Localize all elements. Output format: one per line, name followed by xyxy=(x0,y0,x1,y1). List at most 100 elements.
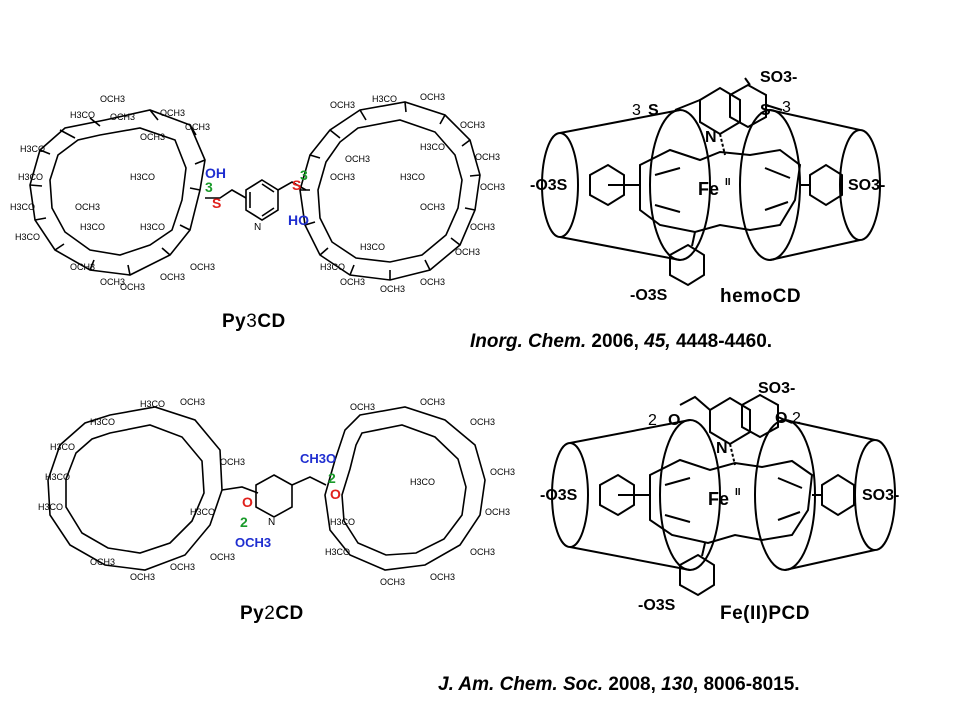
reference-2-year: 2008, xyxy=(608,674,656,695)
svg-text:H3CO: H3CO xyxy=(190,507,215,517)
hemocd-s-left: S xyxy=(648,102,659,119)
fepcd-so3-right: SO3- xyxy=(862,487,899,504)
svg-text:OCH3: OCH3 xyxy=(100,277,125,287)
svg-text:H3CO: H3CO xyxy=(130,172,155,182)
hemocd-n-top: N xyxy=(705,129,717,146)
py2cd-num-left: 2 xyxy=(240,514,248,530)
svg-text:H3CO: H3CO xyxy=(70,110,95,120)
py2cd-n-label: N xyxy=(268,517,275,528)
py2cd-o-right: O xyxy=(330,486,341,502)
svg-text:OCH3: OCH3 xyxy=(345,154,370,164)
svg-text:H3CO: H3CO xyxy=(20,144,45,154)
py2cd-label-suffix: CD xyxy=(275,603,304,624)
svg-text:OCH3: OCH3 xyxy=(160,108,185,118)
fepcd-fe: Fe xyxy=(708,489,729,509)
svg-text:OCH3: OCH3 xyxy=(100,94,125,104)
fepcd-o-right: O xyxy=(775,410,787,427)
svg-text:OCH3: OCH3 xyxy=(420,92,445,102)
svg-text:OCH3: OCH3 xyxy=(475,152,500,162)
py3cd-oh-label: OH xyxy=(205,165,226,181)
reference-1-year: 2006, xyxy=(591,331,639,352)
reference-1: Inorg. Chem. 2006, 45, 4448-4460. xyxy=(470,331,772,353)
reference-1-pages: 4448-4460. xyxy=(675,331,773,352)
svg-text:OCH3: OCH3 xyxy=(170,562,195,572)
svg-text:OCH3: OCH3 xyxy=(70,262,95,272)
svg-text:OCH3: OCH3 xyxy=(470,547,495,557)
svg-text:OCH3: OCH3 xyxy=(160,272,185,282)
reference-2-pages: 8006-8015. xyxy=(703,674,800,695)
svg-text:H3CO: H3CO xyxy=(50,442,75,452)
svg-text:OCH3: OCH3 xyxy=(485,507,510,517)
hemocd-num-left: 3 xyxy=(632,102,641,119)
py2cd-ch3o-label: CH3O xyxy=(300,451,336,466)
fepcd-so3-top: SO3- xyxy=(758,380,795,397)
fepcd-structure: SO3- -O3S SO3- -O3S Fe II N O O 2 2 xyxy=(540,380,899,614)
reference-2-volume: 130 xyxy=(661,674,693,695)
py3cd-label: Py3CD xyxy=(222,311,286,333)
fepcd-num-right: 2 xyxy=(792,410,801,427)
svg-text:OCH3: OCH3 xyxy=(430,572,455,582)
svg-text:OCH3: OCH3 xyxy=(470,417,495,427)
svg-text:OCH3: OCH3 xyxy=(110,112,135,122)
hemocd-fe: Fe xyxy=(698,179,719,199)
svg-text:OCH3: OCH3 xyxy=(350,402,375,412)
svg-text:H3CO: H3CO xyxy=(420,142,445,152)
svg-text:OCH3: OCH3 xyxy=(340,277,365,287)
svg-text:OCH3: OCH3 xyxy=(185,122,210,132)
svg-text:OCH3: OCH3 xyxy=(460,120,485,130)
py3cd-label-suffix: CD xyxy=(257,311,286,332)
svg-text:OCH3: OCH3 xyxy=(120,282,145,292)
svg-text:OCH3: OCH3 xyxy=(75,202,100,212)
svg-text:OCH3: OCH3 xyxy=(140,132,165,142)
svg-text:H3CO: H3CO xyxy=(10,202,35,212)
py2cd-label-prefix: Py xyxy=(240,603,265,624)
hemocd-o3s-bottom: -O3S xyxy=(630,287,668,304)
py2cd-label: Py2CD xyxy=(240,603,304,625)
svg-text:H3CO: H3CO xyxy=(90,417,115,427)
svg-text:OCH3: OCH3 xyxy=(180,397,205,407)
hemocd-o3s-left: -O3S xyxy=(530,177,568,194)
fepcd-n-top: N xyxy=(716,440,728,457)
hemocd-so3-top: SO3- xyxy=(760,69,797,86)
svg-text:OCH3: OCH3 xyxy=(210,552,235,562)
py3cd-num-left: 3 xyxy=(205,179,213,195)
fepcd-o3s-left: -O3S xyxy=(540,487,578,504)
py3cd-label-number: 3 xyxy=(246,311,258,332)
py2cd-och3-label: OCH3 xyxy=(235,535,271,550)
svg-text:OCH3: OCH3 xyxy=(420,202,445,212)
svg-text:OCH3: OCH3 xyxy=(380,284,405,294)
fepcd-o3s-bottom: -O3S xyxy=(638,597,676,614)
hemocd-structure: SO3- -O3S SO3- -O3S Fe II N S S 3 3 xyxy=(530,69,885,304)
svg-text:OCH3: OCH3 xyxy=(330,172,355,182)
svg-text:H3CO: H3CO xyxy=(330,517,355,527)
svg-text:OCH3: OCH3 xyxy=(190,262,215,272)
reference-2-sep: , xyxy=(692,674,699,695)
svg-text:OCH3: OCH3 xyxy=(420,277,445,287)
fepcd-label: Fe(II)PCD xyxy=(720,603,810,624)
svg-text:OCH3: OCH3 xyxy=(480,182,505,192)
svg-text:H3CO: H3CO xyxy=(140,399,165,409)
svg-text:H3CO: H3CO xyxy=(320,262,345,272)
svg-text:H3CO: H3CO xyxy=(38,502,63,512)
py3cd-s-right: S xyxy=(292,177,301,193)
reference-1-volume: 45, xyxy=(644,331,671,352)
svg-text:OCH3: OCH3 xyxy=(420,397,445,407)
py2cd-label-number: 2 xyxy=(264,603,276,624)
svg-text:OCH3: OCH3 xyxy=(130,572,155,582)
hemocd-num-right: 3 xyxy=(782,99,791,116)
svg-text:H3CO: H3CO xyxy=(410,477,435,487)
svg-text:H3CO: H3CO xyxy=(325,547,350,557)
py2cd-o-left: O xyxy=(242,494,253,510)
svg-text:H3CO: H3CO xyxy=(15,232,40,242)
svg-text:OCH3: OCH3 xyxy=(380,577,405,587)
svg-text:OCH3: OCH3 xyxy=(330,100,355,110)
reference-2: J. Am. Chem. Soc. 2008, 130, 8006-8015. xyxy=(438,674,800,696)
py3cd-num-right: 3 xyxy=(300,167,308,183)
fepcd-o-left: O xyxy=(668,412,680,429)
py3cd-n-label: N xyxy=(254,222,261,233)
py2cd-num-right: 2 xyxy=(328,470,336,486)
hemocd-fe-ox: II xyxy=(725,177,731,188)
py3cd-s-left: S xyxy=(212,195,221,211)
